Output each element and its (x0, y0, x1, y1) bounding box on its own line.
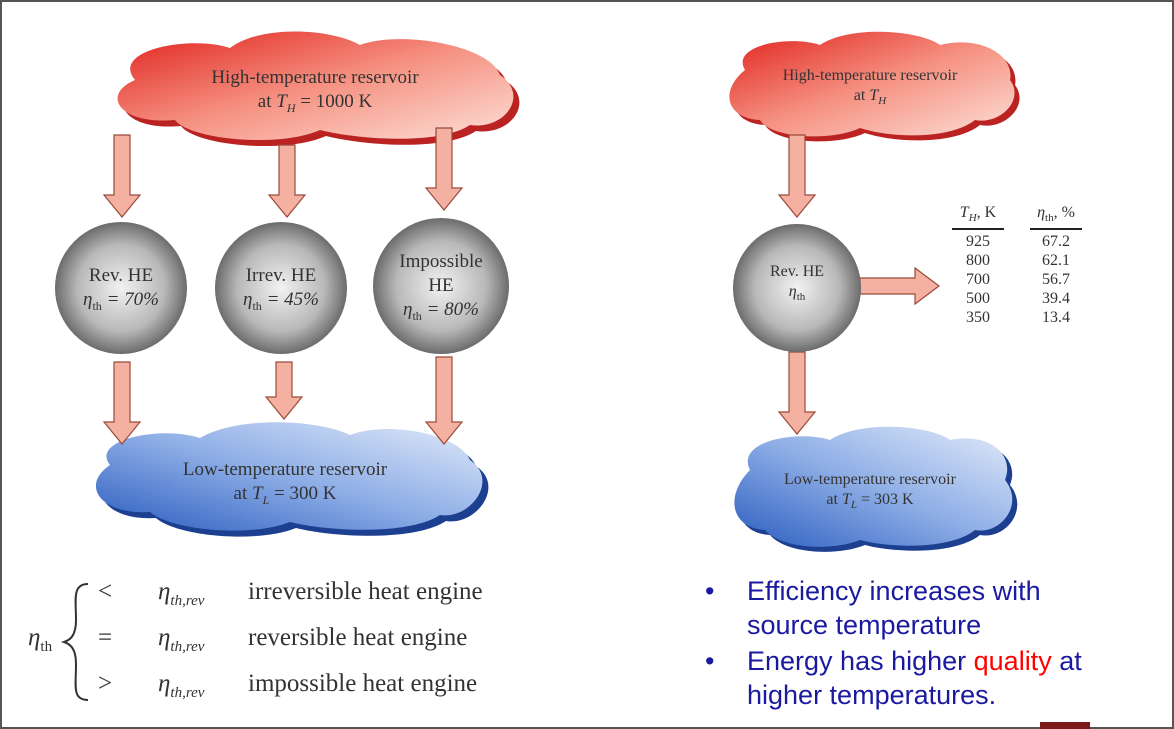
heat-engine-spheres (55, 218, 861, 354)
heat-flow-arrows (102, 127, 940, 445)
engine-rev-right: Rev. HE ηth (769, 263, 825, 304)
high-reservoir-cloud-right (729, 31, 1020, 142)
engine-impossible: Impossible HE ηth = 80% (399, 251, 483, 323)
bullet-item: Efficiency increases with source tempera… (705, 574, 1125, 642)
engine-irrev: Irrev. HE ηth = 45% (243, 265, 319, 313)
low-reservoir-label-left: Low-temperature reservoir at TL = 300 K (182, 459, 388, 507)
label-line2: at TH = 1000 K (257, 91, 373, 115)
engine-rev: Rev. HE ηth = 70% (83, 265, 159, 313)
bullet-list: Efficiency increases with source tempera… (705, 574, 1125, 714)
low-reservoir-cloud-left (95, 422, 489, 537)
brace (60, 583, 89, 701)
label-line1: High-temperature reservoir (211, 67, 419, 88)
bullet-item: Energy has higher quality at higher temp… (705, 644, 1125, 712)
low-reservoir-label-right: Low-temperature reservoir at TL = 303 K (784, 471, 956, 512)
high-reservoir-label-right: High-temperature reservoir at TH (782, 67, 958, 108)
relation-lhs: ηth (28, 624, 53, 655)
high-reservoir-cloud-left (117, 31, 520, 147)
slide-footer-mark (1040, 722, 1090, 729)
low-reservoir-cloud-right (734, 426, 1018, 552)
high-reservoir-label-left: High-temperature reservoir at TH = 1000 … (130, 66, 500, 120)
